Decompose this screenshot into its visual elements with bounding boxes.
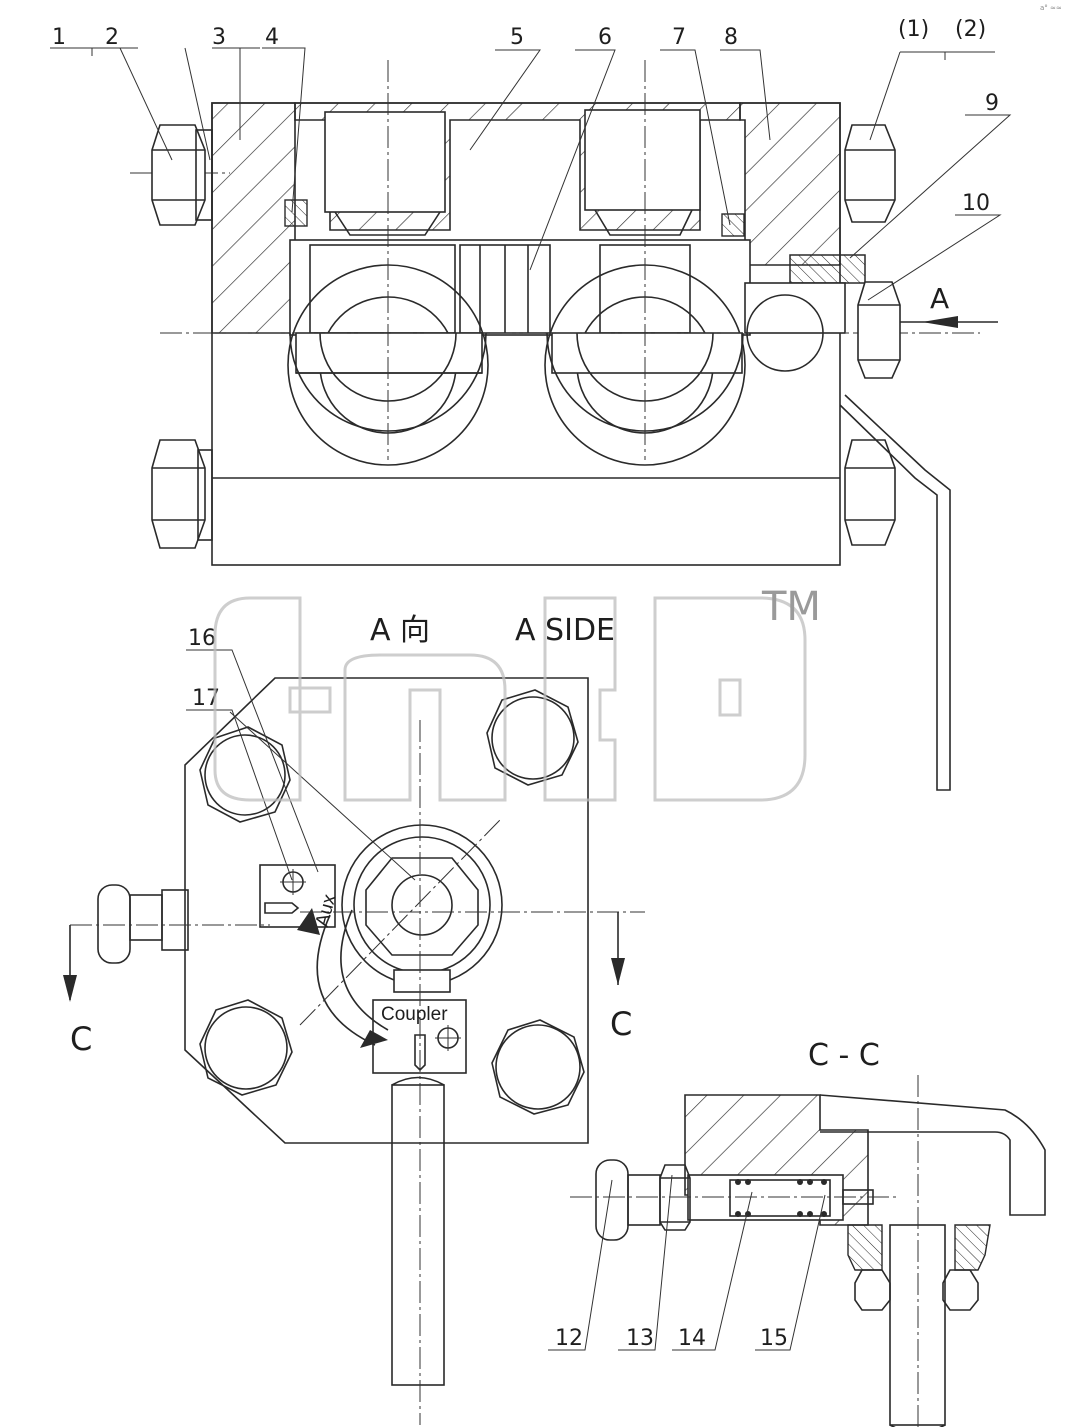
callout-2: 2 xyxy=(105,25,119,50)
bolt-head-right-lower xyxy=(844,439,896,546)
bolt-head-left-lower xyxy=(151,439,206,549)
o-ring-left xyxy=(284,199,308,227)
detent-knob-a-view[interactable] xyxy=(97,884,131,964)
right-end-plate-section xyxy=(739,102,841,266)
port-bore-right xyxy=(584,109,701,211)
callout-10: 10 xyxy=(962,191,990,216)
corner-bolt-top-right xyxy=(486,689,579,786)
callout-3: 3 xyxy=(212,25,226,50)
bolt-head-left-upper xyxy=(151,124,206,226)
c-section-lever xyxy=(819,1094,1046,1216)
spring-14 xyxy=(729,1179,831,1217)
callout-14: 14 xyxy=(678,1326,706,1351)
section-mark-right: C xyxy=(610,1005,632,1043)
callout-5: 5 xyxy=(510,25,524,50)
watermark-logo xyxy=(213,596,807,802)
callout-9: 9 xyxy=(985,91,999,116)
a-view-label-cn: A 向 xyxy=(370,613,430,648)
hex-nut-10 xyxy=(857,281,901,379)
plate-aux-text: Aux xyxy=(312,892,341,930)
hub-hex xyxy=(365,857,479,956)
section-mark-left: C xyxy=(70,1020,92,1058)
callout-8: 8 xyxy=(724,25,738,50)
detent-knob-12[interactable] xyxy=(595,1159,629,1241)
callout-16: 16 xyxy=(188,626,216,651)
view-arrow-a-label: A xyxy=(930,282,949,315)
aux-label-plate xyxy=(259,864,336,928)
callout-6: 6 xyxy=(598,25,612,50)
lever-rod xyxy=(839,394,951,791)
callout-1: 1 xyxy=(52,25,66,50)
callout-sub-1: (1) xyxy=(898,17,929,42)
corner-bolt-bottom-left xyxy=(199,999,293,1096)
callout-13: 13 xyxy=(626,1326,654,1351)
callout-4: 4 xyxy=(265,25,279,50)
top-section-view xyxy=(50,47,1012,791)
section-c-c xyxy=(548,1075,1046,1427)
callout-15: 15 xyxy=(760,1326,788,1351)
corner-bolt-top-left xyxy=(199,726,291,823)
a-view-label-en: A SIDE xyxy=(515,613,615,648)
a-side-view xyxy=(63,649,645,1425)
end-plate-outline xyxy=(184,677,589,1144)
callout-sub-2: (2) xyxy=(955,17,986,42)
port-bore-left xyxy=(324,111,446,213)
watermark-tm: TM xyxy=(761,584,821,630)
selector-handle[interactable] xyxy=(391,1084,445,1386)
corner-bolt-bottom-right xyxy=(491,1019,585,1115)
callout-7: 7 xyxy=(672,25,686,50)
o-ring-right xyxy=(721,213,745,237)
sweep-arrow xyxy=(316,914,376,1046)
plate-coupler-text: Coupler xyxy=(381,1004,448,1025)
corner-mark: a° ≈≈ xyxy=(1040,4,1062,12)
spool-cavity xyxy=(289,239,751,336)
nut-section-9 xyxy=(789,254,866,284)
section-c-c-title: C - C xyxy=(808,1038,880,1073)
callout-12: 12 xyxy=(555,1326,583,1351)
left-end-plate-section xyxy=(211,102,296,334)
view-arrow-a xyxy=(922,316,958,328)
